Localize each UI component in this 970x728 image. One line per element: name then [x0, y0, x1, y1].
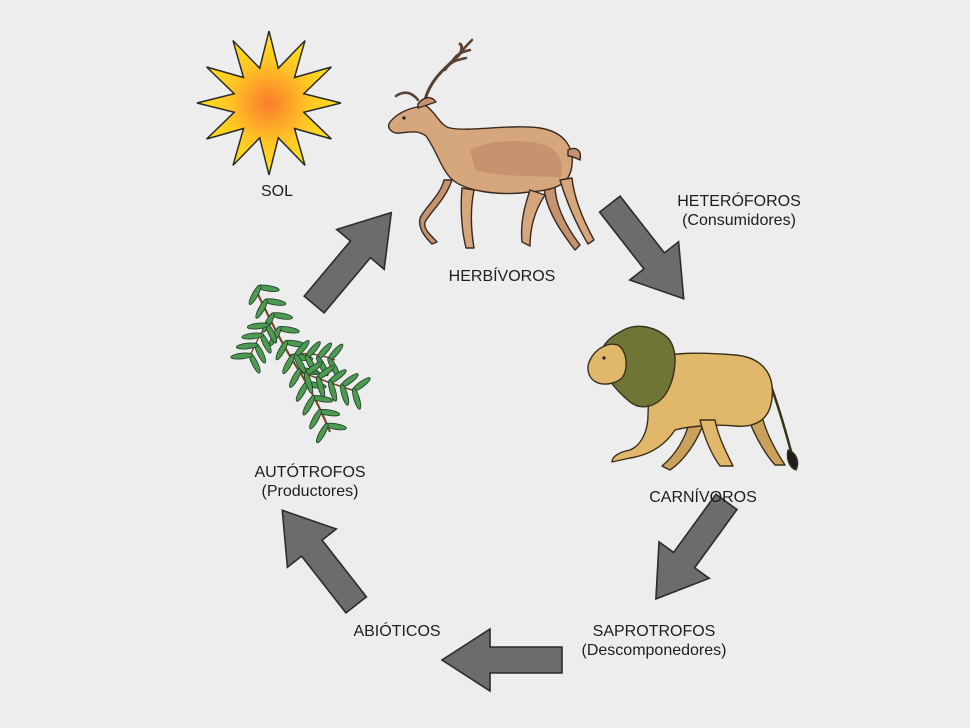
plant-leaf — [315, 422, 329, 444]
plant-leaf — [302, 395, 316, 416]
herbivoros-label-text: HERBÍVOROS — [448, 268, 556, 285]
plant-leaf — [340, 383, 350, 406]
plant-leaf — [309, 408, 322, 430]
plant-leaf — [235, 342, 259, 350]
sun-icon — [196, 30, 342, 176]
plant-leaf — [241, 332, 265, 340]
sol-label-text: SOL — [260, 183, 294, 200]
autotrofos-label-text: AUTÓTROFOS — [254, 464, 366, 481]
deer-icon — [388, 38, 595, 251]
saprotrofos-sublabel-text: (Descomponedores) — [581, 642, 727, 659]
carnivoros-label: CARNÍVOROS — [649, 488, 757, 507]
heteroforos-sublabel-text: (Consumidores) — [682, 212, 796, 229]
abioticos-label: ABIÓTICOS — [353, 622, 440, 641]
cycle-arrow-icon — [441, 628, 563, 692]
plant-leaf — [230, 352, 254, 360]
saprotrofos-label-text: SAPROTROFOS — [592, 623, 716, 640]
lion-icon — [587, 325, 799, 471]
herbivoros-label: HERBÍVOROS — [449, 267, 556, 286]
plant-leaf — [316, 375, 326, 398]
plant-icon — [230, 284, 371, 444]
cycle-arrows — [257, 184, 753, 692]
autotrofos-sublabel-text: (Productores) — [261, 483, 359, 500]
plant-leaf — [248, 284, 262, 305]
sol-label: SOL — [261, 182, 293, 201]
carnivoros-label-text: CARNÍVOROS — [649, 489, 757, 506]
plant-leaf — [246, 322, 270, 330]
cycle-arrow-icon — [257, 490, 382, 625]
plant-leaf — [275, 339, 289, 361]
abioticos-label-text: ABIÓTICOS — [353, 623, 441, 640]
plant-leaf — [352, 387, 362, 410]
heteroforos-label-text: HETERÓFOROS — [677, 193, 801, 210]
plant-leaf — [255, 298, 269, 319]
heteroforos-label: HETERÓFOROS (Consumidores) — [677, 192, 801, 230]
saprotrofos-label: SAPROTROFOS (Descomponedores) — [582, 622, 727, 660]
plant-leaf — [328, 379, 338, 402]
plant-leaf — [304, 371, 314, 394]
cycle-arrow-icon — [289, 191, 416, 326]
autotrofos-label: AUTÓTROFOS (Productores) — [254, 463, 365, 501]
